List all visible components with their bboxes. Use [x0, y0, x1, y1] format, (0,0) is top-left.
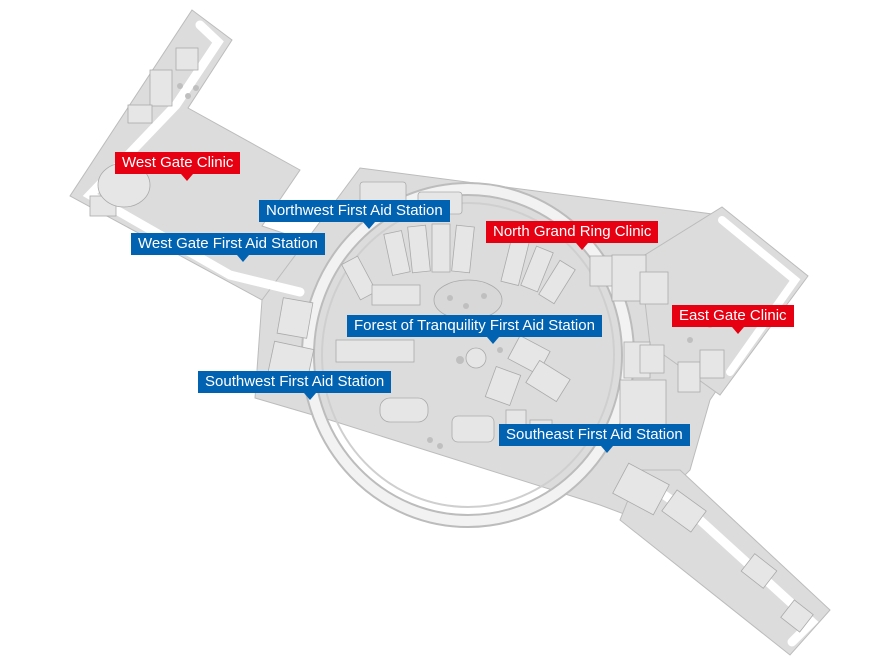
pavilion: [538, 259, 576, 305]
pavilion: [699, 349, 725, 379]
tree: [447, 295, 453, 301]
pavilion: [740, 553, 778, 589]
southwest-first-aid-station-marker[interactable]: Southwest First Aid Station: [198, 371, 392, 400]
pavilion: [149, 69, 173, 107]
forest-of-tranquility: [433, 279, 503, 321]
pavilion: [677, 361, 701, 393]
pavilion: [383, 230, 411, 276]
west-gate-first-aid-station-marker[interactable]: West Gate First Aid Station: [131, 233, 325, 262]
pavilion: [520, 245, 554, 293]
tree: [177, 83, 183, 89]
east-walkway: [718, 216, 801, 376]
pavilion: [407, 224, 431, 274]
trees: [177, 83, 713, 449]
pavilion: [525, 359, 571, 403]
forest-of-tranquility-first-aid-station-marker[interactable]: Forest of Tranquility First Aid Station: [347, 315, 602, 344]
tree: [185, 93, 191, 99]
pavilion: [661, 489, 707, 533]
tree: [687, 337, 693, 343]
tree: [437, 443, 443, 449]
pavilion: [451, 224, 475, 274]
pavilion: [379, 397, 429, 423]
pavilion: [175, 47, 199, 71]
pavilion: [431, 223, 451, 273]
pavilion: [780, 599, 814, 633]
pavilion: [276, 297, 314, 339]
tree: [463, 303, 469, 309]
pavilion: [335, 339, 415, 363]
west-gate-clinic-marker[interactable]: West Gate Clinic: [115, 152, 241, 181]
tree: [427, 437, 433, 443]
northwest-first-aid-station-marker[interactable]: Northwest First Aid Station: [259, 200, 450, 229]
pavilion: [451, 415, 495, 443]
tree: [456, 356, 464, 364]
tree: [497, 347, 503, 353]
tree: [193, 85, 199, 91]
pavilion: [127, 104, 153, 124]
tree: [481, 293, 487, 299]
pavilion: [639, 344, 665, 374]
southeast-first-aid-station-marker[interactable]: Southeast First Aid Station: [499, 424, 690, 453]
plaza-feature: [465, 347, 487, 369]
round-features: [97, 162, 503, 369]
east-gate-clinic-marker[interactable]: East Gate Clinic: [672, 305, 794, 334]
west-walkway: [82, 20, 305, 297]
pavilion: [341, 255, 377, 301]
grand-ring-inner: [321, 202, 615, 508]
pavilion: [639, 271, 669, 305]
pavilion: [612, 462, 670, 516]
north-grand-ring-clinic-marker[interactable]: North Grand Ring Clinic: [486, 221, 659, 250]
pavilion: [484, 366, 522, 406]
pavilion: [371, 284, 421, 306]
